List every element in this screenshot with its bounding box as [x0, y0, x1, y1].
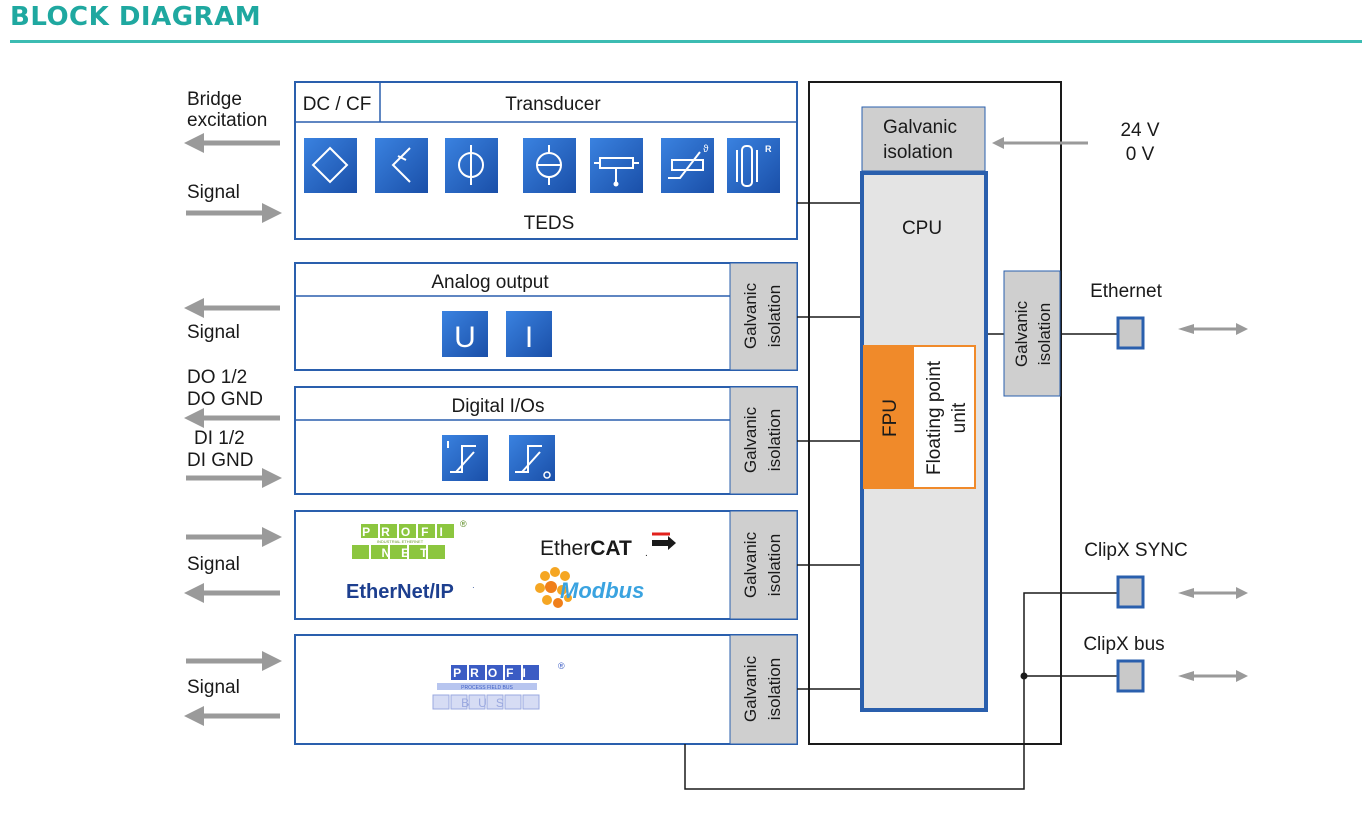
- svg-text:PROFI: PROFI: [453, 666, 535, 680]
- voltage-output-icon: U: [442, 311, 488, 357]
- teds-label: TEDS: [524, 213, 575, 234]
- do-label-2: DO GND: [187, 389, 263, 410]
- svg-text:Galvanic: Galvanic: [883, 117, 957, 138]
- current-output-icon: I: [506, 311, 552, 357]
- cpu-label: CPU: [902, 218, 942, 239]
- svg-text:Galvanic: Galvanic: [741, 406, 760, 473]
- thermistor-icon: ϑ: [661, 138, 714, 193]
- signal-label-4: Signal: [187, 677, 240, 698]
- title-underline: [10, 40, 1362, 43]
- svg-text:isolation: isolation: [765, 658, 784, 720]
- svg-text:BUS: BUS: [461, 696, 513, 710]
- di-label-1: DI 1/2: [194, 428, 245, 449]
- ethernet-label: Ethernet: [1090, 281, 1163, 302]
- signal-label-2: Signal: [187, 322, 240, 343]
- svg-text:PROFI: PROFI: [362, 525, 454, 539]
- bridge-label-2: excitation: [187, 110, 267, 131]
- isolation-digital: Galvanic isolation: [729, 386, 798, 495]
- isolation-profibus: Galvanic isolation: [729, 634, 798, 745]
- digital-input-icon: [442, 435, 488, 481]
- voltage-source-icon: [523, 138, 576, 193]
- clipx-bus-label: ClipX bus: [1083, 634, 1164, 655]
- svg-text:isolation: isolation: [765, 409, 784, 471]
- svg-text:isolation: isolation: [883, 142, 953, 163]
- potentiometer-icon: [590, 138, 643, 193]
- digital-output-icon: [509, 435, 555, 481]
- svg-text:isolation: isolation: [765, 285, 784, 347]
- svg-text:®: ®: [460, 519, 467, 529]
- svg-text:Galvanic: Galvanic: [741, 531, 760, 598]
- right-arrow-heads: [1178, 324, 1194, 681]
- cpu-block: CPU FPU Floating point unit: [860, 171, 988, 712]
- analog-output-block: Analog output U I: [294, 262, 798, 371]
- left-labels: Bridge excitation Signal Signal DO 1/2 D…: [187, 89, 267, 698]
- signal-label-3: Signal: [187, 554, 240, 575]
- half-bridge-icon: [375, 138, 428, 193]
- svg-text:isolation: isolation: [1035, 303, 1054, 365]
- svg-text:·: ·: [472, 583, 475, 592]
- fpu-label: FPU: [880, 399, 901, 437]
- svg-text:INDUSTRIAL ETHERNET: INDUSTRIAL ETHERNET: [377, 539, 424, 544]
- floating-point-label-2: unit: [949, 402, 970, 433]
- current-source-icon: [445, 138, 498, 193]
- page-title: BLOCK DIAGRAM: [10, 2, 262, 32]
- cpu-connections: [684, 202, 1118, 790]
- analog-output-title: Analog output: [431, 272, 549, 293]
- transducer-title: Transducer: [505, 94, 601, 115]
- clipx-bus-port: [1116, 659, 1145, 693]
- power-0v-label: 0 V: [1126, 144, 1155, 165]
- di-label-2: DI GND: [187, 450, 254, 471]
- left-arrows: [184, 133, 282, 726]
- bridge-label-1: Bridge: [187, 89, 242, 110]
- dc-cf-tab: DC / CF: [303, 94, 372, 115]
- ethernetip-logo: EtherNet/IP ·: [346, 581, 475, 603]
- profibus-block: PROFI PROCESS FIELD BUS BUS ®: [294, 634, 798, 745]
- svg-text:EtherCAT: EtherCAT: [540, 537, 632, 560]
- isolation-power: Galvanic isolation: [861, 106, 986, 172]
- svg-text:EtherNet/IP: EtherNet/IP: [346, 581, 454, 603]
- modbus-logo: Modbus: [535, 567, 644, 608]
- bus-junction-dot: [1020, 672, 1028, 680]
- svg-text:R: R: [765, 144, 772, 154]
- svg-text:.: .: [645, 548, 648, 559]
- svg-text:U: U: [454, 321, 476, 354]
- isolation-fieldbus: Galvanic isolation: [729, 510, 798, 620]
- power-24v-label: 24 V: [1120, 120, 1159, 141]
- isolation-analog: Galvanic isolation: [729, 262, 798, 371]
- svg-text:isolation: isolation: [765, 534, 784, 596]
- digital-io-block: Digital I/Os: [294, 386, 798, 495]
- right-arrows: [1192, 323, 1248, 682]
- profinet-logo: PROFI NET INDUSTRIAL ETHERNET ®: [352, 519, 467, 560]
- svg-text:Modbus: Modbus: [560, 578, 644, 603]
- svg-text:PROCESS FIELD BUS: PROCESS FIELD BUS: [461, 685, 513, 691]
- signal-label-1: Signal: [187, 182, 240, 203]
- resistor-icon: R: [727, 138, 780, 193]
- svg-text:Galvanic: Galvanic: [741, 282, 760, 349]
- svg-text:Galvanic: Galvanic: [1012, 300, 1031, 367]
- digital-io-title: Digital I/Os: [452, 396, 545, 417]
- svg-text:Galvanic: Galvanic: [741, 655, 760, 722]
- ethercat-logo: EtherCAT .: [540, 532, 676, 560]
- floating-point-label-1: Floating point: [924, 360, 945, 475]
- transducer-block: DC / CF Transducer TEDS: [294, 81, 798, 240]
- fieldbus-block: PROFI NET INDUSTRIAL ETHERNET ® EtherCAT…: [294, 510, 798, 620]
- svg-text:NET: NET: [382, 546, 439, 560]
- profibus-logo: PROFI PROCESS FIELD BUS BUS ®: [432, 661, 565, 710]
- full-bridge-icon: [304, 138, 357, 193]
- clipx-sync-port: [1116, 575, 1145, 609]
- ethernet-port: [1116, 316, 1145, 350]
- svg-text:I: I: [525, 321, 533, 354]
- do-label-1: DO 1/2: [187, 367, 247, 388]
- svg-text:®: ®: [558, 661, 565, 671]
- svg-text:ϑ: ϑ: [703, 144, 709, 155]
- isolation-ethernet: Galvanic isolation: [1003, 270, 1061, 397]
- clipx-sync-label: ClipX SYNC: [1084, 540, 1187, 561]
